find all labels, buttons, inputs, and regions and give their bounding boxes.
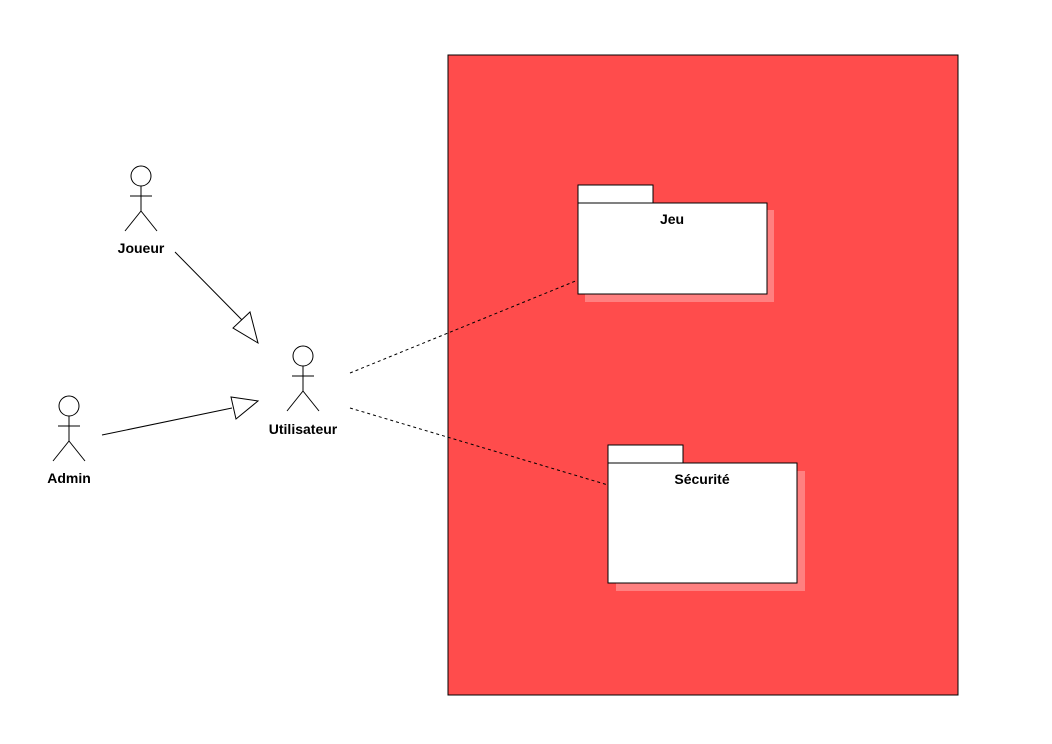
stick-figure-icon <box>286 345 320 412</box>
generalization-joueur-utilisateur[interactable] <box>174 251 259 345</box>
package-jeu-body <box>577 202 768 295</box>
generalization-admin-utilisateur[interactable] <box>101 396 260 436</box>
actor-joueur[interactable]: Joueur <box>118 165 165 256</box>
actor-admin[interactable]: Admin <box>47 395 91 486</box>
package-securite[interactable]: Sécurité <box>607 444 805 591</box>
generalization-line <box>101 407 233 436</box>
package-securite-label: Sécurité <box>674 471 729 487</box>
system-boundary[interactable] <box>447 54 959 696</box>
actor-utilisateur[interactable]: Utilisateur <box>269 345 338 437</box>
actor-utilisateur-label: Utilisateur <box>269 421 338 437</box>
stick-figure-icon <box>124 165 158 232</box>
package-jeu-tab <box>577 184 654 204</box>
package-securite-body <box>607 462 798 584</box>
association-utilisateur-jeu[interactable] <box>349 279 579 374</box>
package-jeu-label: Jeu <box>660 211 684 227</box>
association-utilisateur-securite[interactable] <box>349 407 609 486</box>
generalization-arrowhead <box>232 311 259 345</box>
generalization-line <box>174 251 243 321</box>
package-jeu[interactable]: Jeu <box>577 184 774 302</box>
package-securite-tab <box>607 444 684 464</box>
actor-admin-label: Admin <box>47 470 91 486</box>
stick-figure-icon <box>52 395 86 462</box>
generalization-arrowhead <box>230 396 260 420</box>
actor-joueur-label: Joueur <box>118 240 165 256</box>
